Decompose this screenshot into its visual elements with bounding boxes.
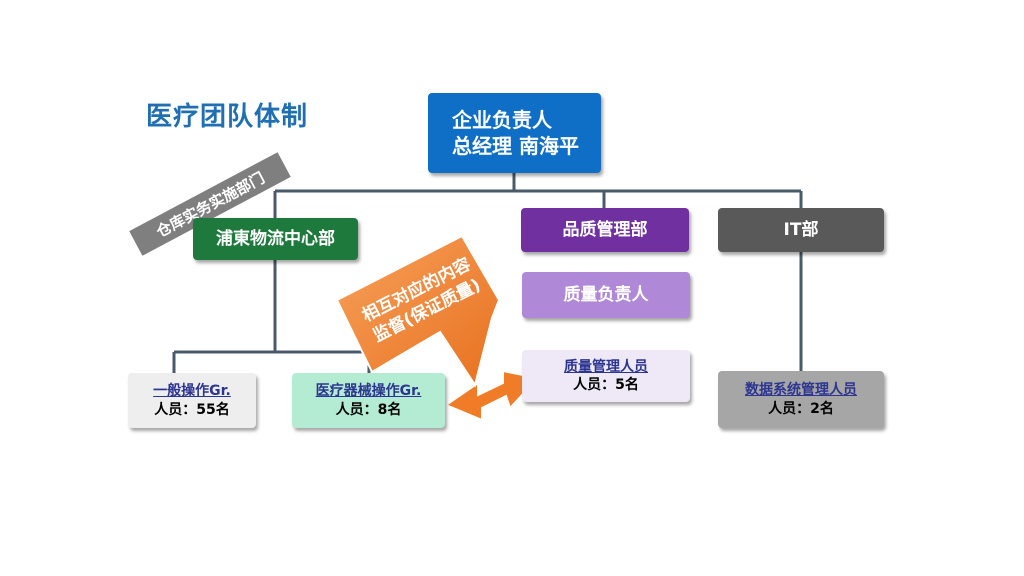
dept-pudong-label: 浦東物流中心部 [216, 228, 335, 249]
quality-staff-count: 人员：5名 [573, 377, 639, 393]
ceo-name: 总经理 南海平 [452, 134, 579, 158]
page-title: 医疗团队体制 [146, 102, 309, 132]
dept-quality-label: 品质管理部 [562, 219, 648, 240]
ceo-box: 企业负责人 总经理 南海平 [428, 93, 601, 173]
dept-quality: 品质管理部 [521, 208, 689, 252]
it-staff-box: 数据系统管理人员 人员：2名 [718, 371, 884, 428]
general-group-count: 人员：55名 [154, 401, 230, 418]
connector-lines [172, 173, 803, 373]
quality-staff-link[interactable]: 质量管理人员 [564, 358, 648, 375]
medical-group-box: 医疗器械操作Gr. 人员：8名 [292, 373, 445, 428]
it-staff-count: 人员：2名 [768, 400, 834, 417]
it-staff-link[interactable]: 数据系统管理人员 [745, 382, 857, 399]
general-group-box: 一般操作Gr. 人员：55名 [128, 373, 256, 428]
dept-it-label: IT部 [783, 219, 819, 240]
medical-group-link[interactable]: 医疗器械操作Gr. [315, 383, 422, 400]
quality-lead-label: 质量负责人 [563, 284, 649, 305]
quality-lead-box: 质量负责人 [522, 272, 690, 318]
quality-staff-box: 质量管理人员 人员：5名 [522, 350, 690, 402]
callout-banner [335, 234, 501, 388]
medical-group-count: 人员：8名 [335, 401, 402, 418]
ceo-title: 企业负责人 [452, 108, 552, 132]
general-group-link[interactable]: 一般操作Gr. [153, 383, 231, 400]
dept-pudong: 浦東物流中心部 [193, 218, 358, 260]
dept-it: IT部 [718, 208, 884, 252]
